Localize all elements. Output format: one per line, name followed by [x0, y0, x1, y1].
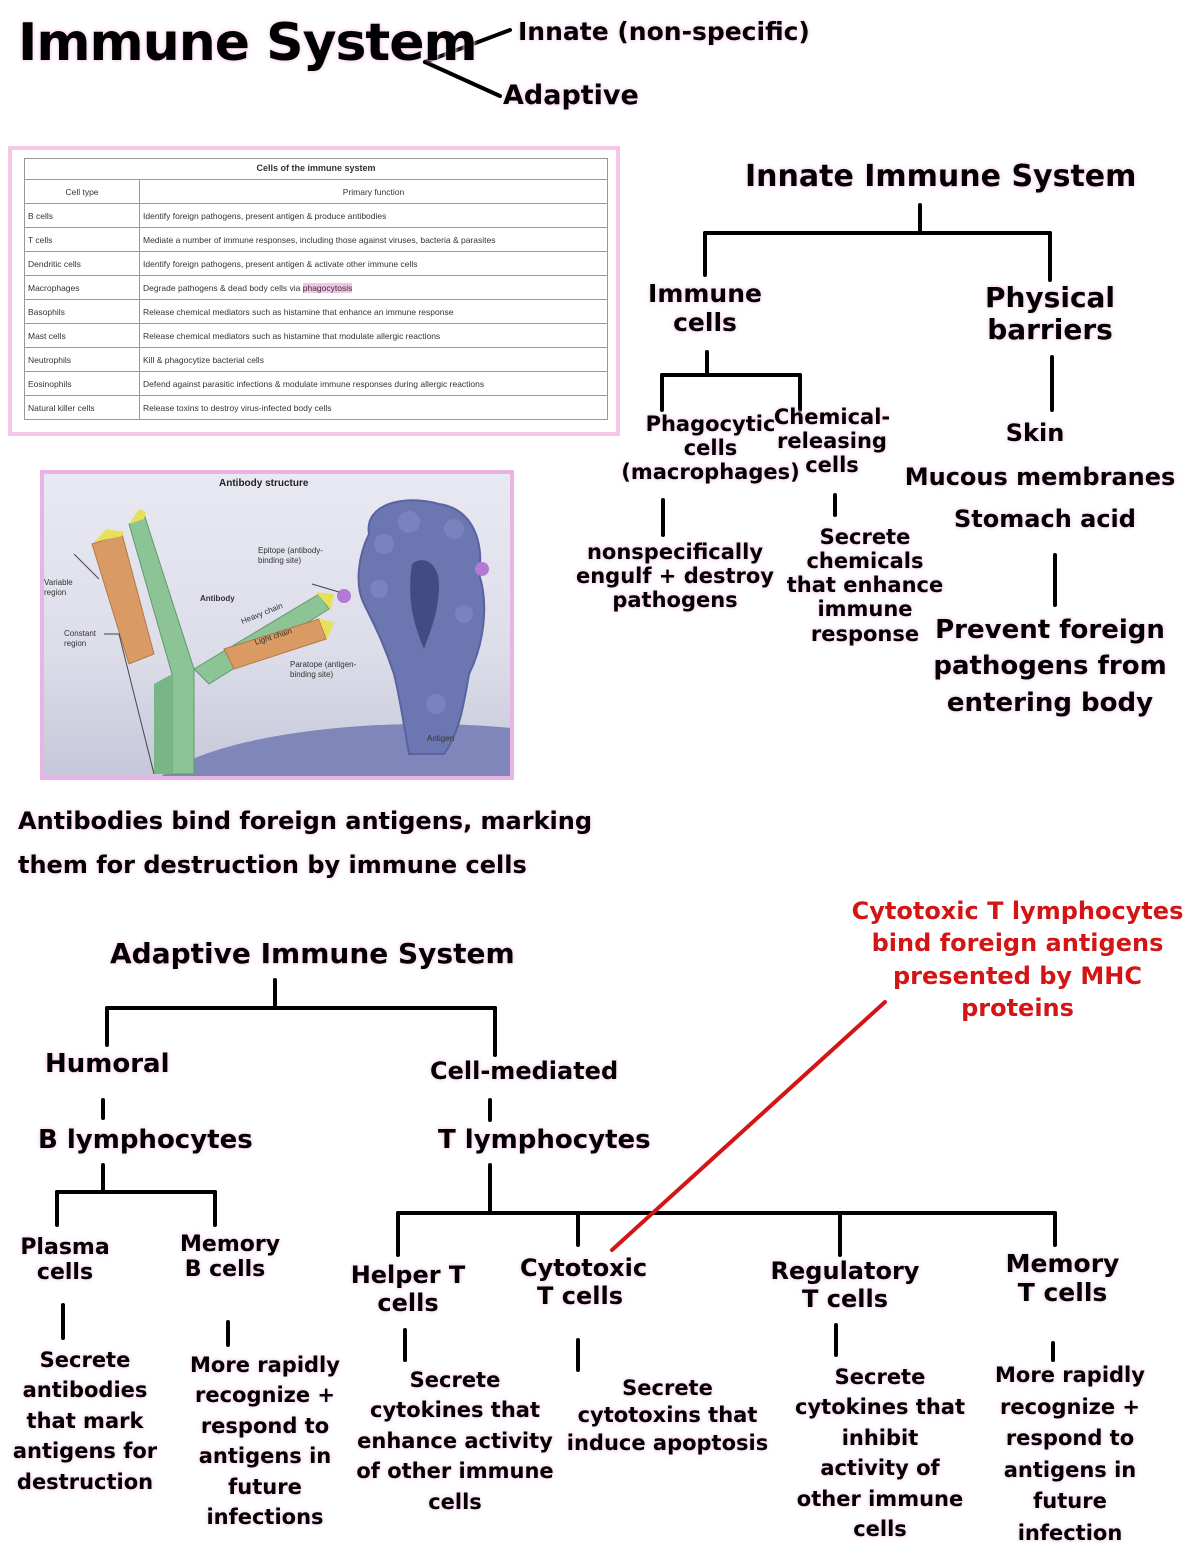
antibody-structure-figure: Antibody structure Epitope (antibody-bin…	[40, 470, 514, 780]
helper-description: Secrete cytokines that enhance activity …	[356, 1368, 554, 1514]
cytotoxic-description: Secrete cytotoxins that induce apoptosis	[566, 1376, 769, 1455]
physical-barriers-node: Physical barriers	[984, 281, 1116, 347]
antibody-shape	[91, 509, 334, 775]
column-header: Primary function	[139, 179, 608, 204]
cell-function: Degrade pathogens & dead body cells via …	[139, 275, 608, 300]
barrier-description: Prevent foreign pathogens from entering …	[933, 615, 1167, 718]
immune-cells-table: Cells of the immune system Cell type Pri…	[24, 158, 608, 420]
cell-function-text: Degrade pathogens & dead body cells via	[143, 282, 301, 293]
antigen-label: Antigen	[427, 734, 455, 743]
cell-function: Release toxins to destroy virus-infected…	[139, 395, 608, 420]
cell-function: Identify foreign pathogens, present anti…	[139, 203, 608, 228]
cell-type: Natural killer cells	[24, 395, 140, 420]
phagocytic-description: nonspecifically engulf + destroy pathoge…	[575, 540, 774, 613]
figure-title: Antibody structure	[219, 478, 309, 489]
cytotoxic-t-cells-node: Cytotoxic T cells	[520, 1254, 648, 1310]
cell-type: Eosinophils	[24, 371, 140, 396]
humoral-node: Humoral	[45, 1049, 170, 1079]
barrier-stomach-acid: Stomach acid	[954, 505, 1136, 533]
helper-t-cells-node: Helper T cells	[350, 1261, 466, 1317]
chemical-releasing-node: Chemical-releasing cells	[773, 405, 891, 478]
innate-title: Innate Immune System	[745, 159, 1137, 194]
cell-mediated-node: Cell-mediated	[430, 1057, 619, 1085]
cell-function: Mediate a number of immune responses, in…	[139, 227, 608, 252]
column-header: Cell type	[24, 179, 140, 204]
memory-t-description: More rapidly recognize + respond to anti…	[995, 1363, 1145, 1545]
b-lymphocytes-node: B lymphocytes	[38, 1125, 253, 1155]
cell-type: Macrophages	[24, 275, 140, 300]
cell-type: T cells	[24, 227, 140, 252]
antibody-label: Antibody	[200, 594, 235, 603]
antibody-note-line1: Antibodies bind foreign antigens, markin…	[18, 807, 593, 835]
variable-region-label: Variable region	[44, 578, 73, 597]
immune-cells-node: Immune cells	[648, 279, 762, 337]
cell-function: Defend against parasitic infections & mo…	[139, 371, 608, 396]
chemical-description: Secrete chemicals that enhance immune re…	[786, 525, 944, 646]
antibody-illustration	[73, 499, 510, 776]
regulatory-t-cells-node: Regulatory T cells	[770, 1257, 920, 1313]
adaptive-branch-label: Adaptive	[503, 80, 639, 111]
phagocytic-cells-node: Phagocytic cells (macrophages)	[621, 412, 800, 485]
cytotoxic-annotation: Cytotoxic T lymphocytes bind foreign ant…	[851, 897, 1184, 1023]
epitope-dot	[337, 589, 351, 603]
regulatory-description: Secrete cytokines that inhibit activity …	[795, 1365, 965, 1542]
memory-b-description: More rapidly recognize + respond to anti…	[190, 1353, 340, 1530]
barrier-skin: Skin	[1005, 419, 1065, 447]
plasma-description: Secrete antibodies that mark antigens fo…	[12, 1348, 158, 1494]
antigen-shape	[357, 499, 486, 755]
cell-type: Basophils	[24, 299, 140, 324]
highlighted-term: phagocytosis	[302, 282, 353, 293]
cell-function: Kill & phagocytize bacterial cells	[139, 347, 608, 372]
memory-t-cells-node: Memory T cells	[1005, 1249, 1120, 1307]
cell-type: Mast cells	[24, 323, 140, 348]
plasma-cells-node: Plasma cells	[20, 1235, 110, 1286]
cell-type: B cells	[24, 203, 140, 228]
cell-function: Release chemical mediators such as hista…	[139, 323, 608, 348]
barrier-mucous: Mucous membranes	[904, 463, 1176, 491]
table-caption: Cells of the immune system	[24, 158, 608, 179]
memory-b-cells-node: Memory B cells	[180, 1232, 281, 1283]
innate-branch-label: Innate (non-specific)	[518, 17, 810, 46]
cell-function: Release chemical mediators such as hista…	[139, 299, 608, 324]
cell-function: Identify foreign pathogens, present anti…	[139, 251, 608, 276]
immune-cells-table-panel: Cells of the immune system Cell type Pri…	[8, 146, 620, 436]
cell-type: Dendritic cells	[24, 251, 140, 276]
constant-region-label: Constant region	[64, 629, 97, 648]
adaptive-title: Adaptive Immune System	[110, 937, 515, 970]
antibody-note-line2: them for destruction by immune cells	[18, 851, 527, 879]
t-lymphocytes-node: T lymphocytes	[438, 1125, 651, 1155]
epitope-label: Epitope (antibody-binding site)	[258, 546, 323, 565]
page-title: Immune System	[18, 13, 478, 73]
epitope-dot	[475, 562, 489, 576]
cell-type: Neutrophils	[24, 347, 140, 372]
paratope-label: Paratope (antigen-binding site)	[290, 660, 357, 679]
